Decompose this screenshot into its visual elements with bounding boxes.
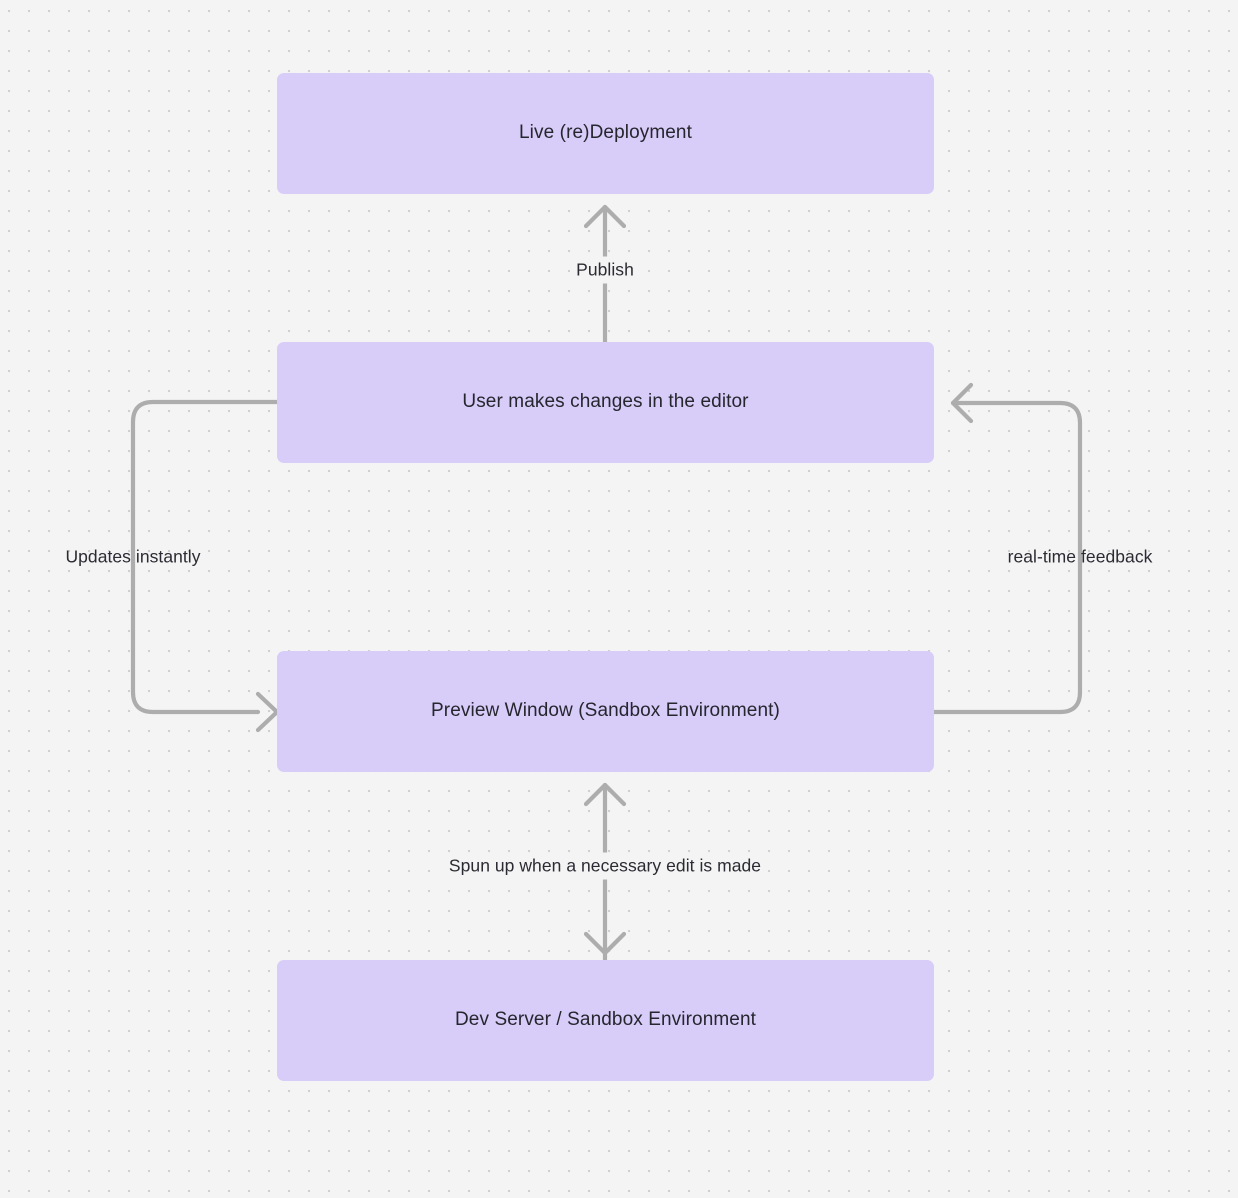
edge-label-publish: Publish [570,256,640,284]
edge-label-updates-instantly: Updates instantly [65,546,201,567]
node-user-edits[interactable]: User makes changes in the editor [277,342,934,463]
edge-label-real-time-feedback: real-time feedback [1007,546,1153,567]
node-label: User makes changes in the editor [462,391,749,413]
node-label: Dev Server / Sandbox Environment [454,1009,756,1031]
node-label: Live (re)Deployment [519,122,692,144]
node-preview-window[interactable]: Preview Window (Sandbox Environment) [277,651,934,772]
node-live-deployment[interactable]: Live (re)Deployment [277,73,934,194]
node-dev-server[interactable]: Dev Server / Sandbox Environment [277,960,934,1081]
node-label: Preview Window (Sandbox Environment) [431,700,780,722]
edge-label-spun-up: Spun up when a necessary edit is made [442,852,768,880]
